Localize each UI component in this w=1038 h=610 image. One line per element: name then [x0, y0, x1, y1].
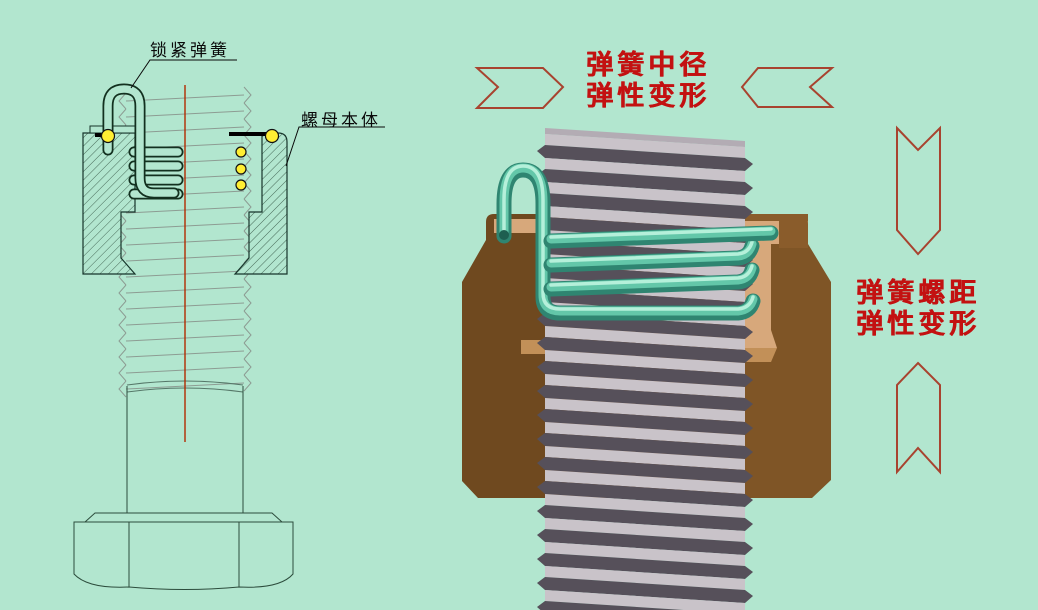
bolt-head-2d	[73, 512, 294, 590]
leader-locking-spring	[130, 59, 237, 89]
arrow-down-outline-icon	[896, 125, 941, 256]
arrow-left-outline-icon	[740, 67, 835, 108]
spring-wire-section	[264, 128, 280, 144]
leader-nut-body	[285, 126, 385, 167]
spring-wire-section	[100, 128, 116, 144]
cross-section-view	[73, 59, 385, 590]
bolt-3d	[537, 128, 753, 610]
annotation-line: 弹性变形	[586, 81, 710, 111]
spring-wire-section	[235, 179, 247, 191]
annotation-line: 弹簧中径	[586, 50, 710, 80]
label-nut-body: 螺母本体	[301, 111, 381, 130]
annotation-line: 弹簧螺距	[856, 278, 980, 308]
render-3d-view	[462, 128, 831, 610]
annotation-spring-pitch: 弹簧螺距 弹性变形	[813, 278, 1023, 340]
annotation-spring-mean-diameter: 弹簧中径 弹性变形	[508, 50, 788, 112]
spring-wire-section	[235, 146, 247, 158]
locking-spring-3d	[496, 162, 779, 321]
spring-wire-section	[235, 163, 247, 175]
locking-spring-2d	[95, 83, 280, 200]
label-locking-spring: 锁紧弹簧	[150, 41, 230, 60]
arrow-annotations	[474, 67, 941, 475]
annotation-line: 弹性变形	[856, 309, 980, 339]
arrow-right-outline-icon	[474, 67, 565, 109]
arrow-up-outline-icon	[896, 361, 941, 475]
